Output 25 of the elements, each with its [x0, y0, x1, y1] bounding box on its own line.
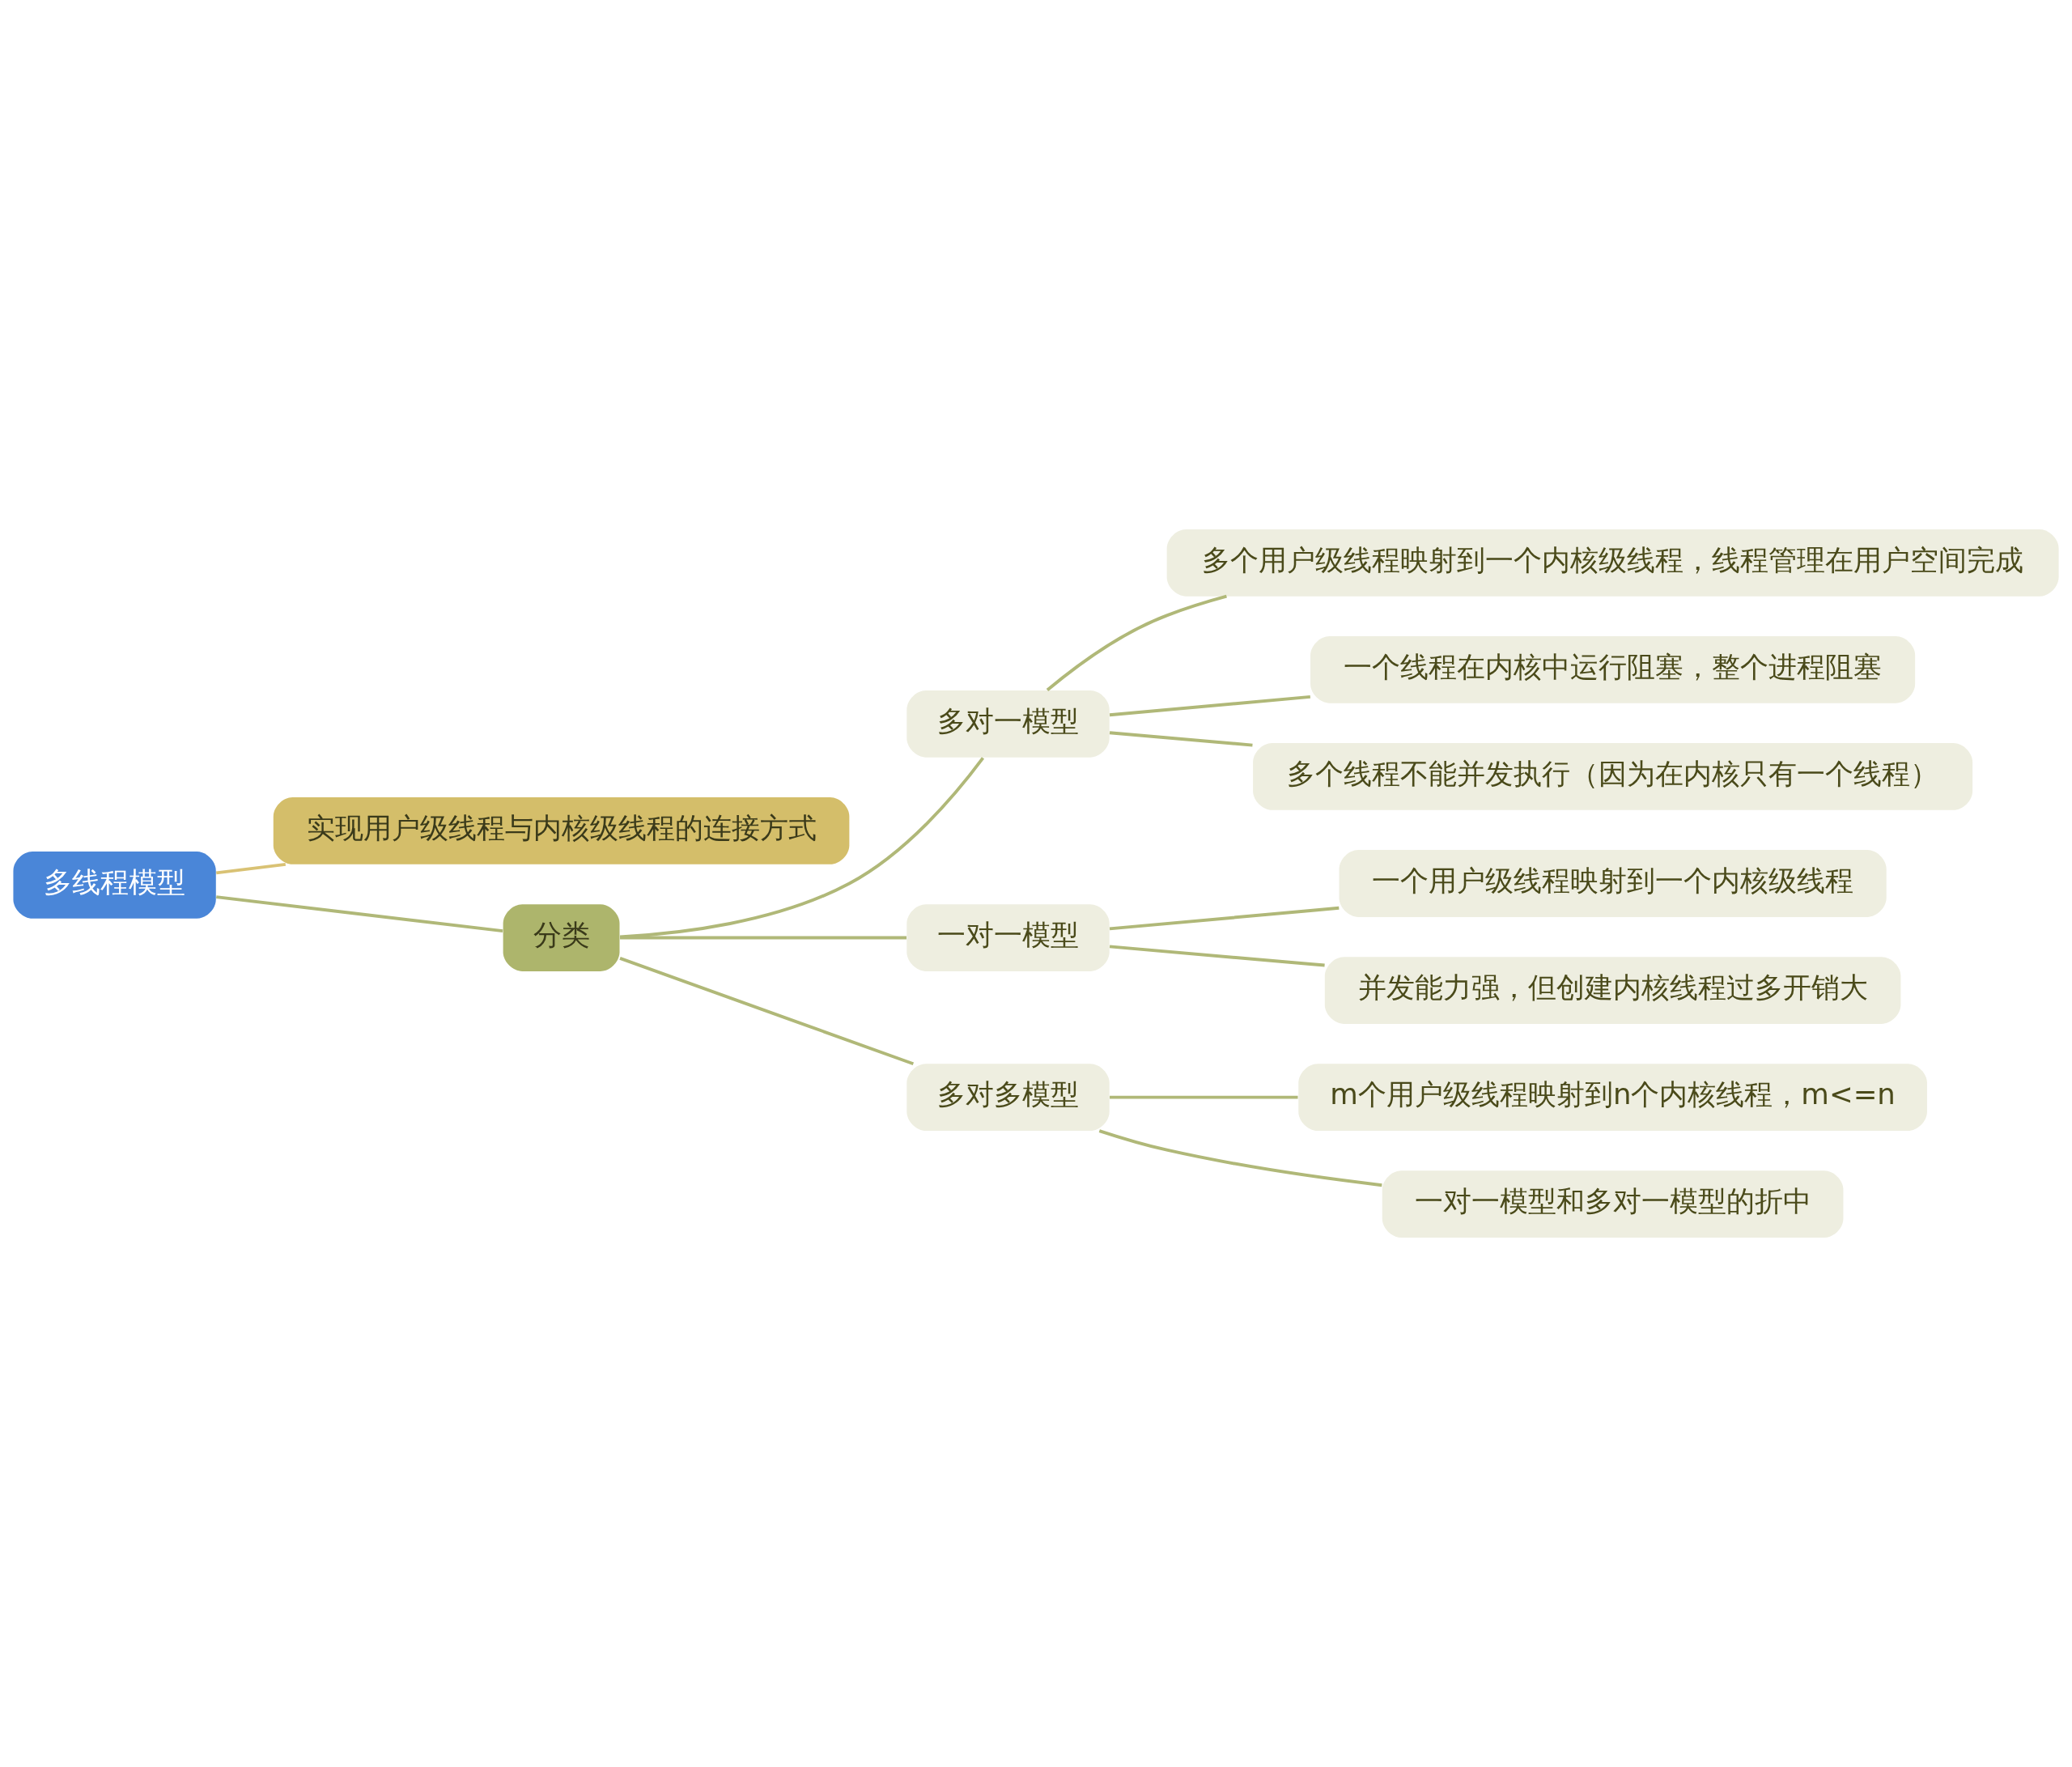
connector: [216, 862, 287, 875]
node-box: 多线程模型: [13, 852, 216, 919]
node-box: 多对多模型: [906, 1064, 1110, 1132]
connector: [1109, 906, 1340, 931]
node-box: 一对一模型和多对一模型的折中: [1382, 1170, 1844, 1238]
connector: [620, 936, 906, 940]
connector: [619, 957, 915, 1066]
connector: [216, 895, 503, 933]
node-box: m个用户级线程映射到n个内核线程，m<=n: [1298, 1064, 1927, 1132]
connector: [1098, 1129, 1382, 1187]
node-box: 多对一模型: [906, 690, 1110, 758]
node-box: 多个用户级线程映射到一个内核级线程，线程管理在用户空间完成: [1166, 529, 2059, 597]
node-box: 实现用户级线程与内核级线程的连接方式: [273, 797, 850, 864]
node-box: 并发能力强，但创建内核线程过多开销大: [1324, 957, 1901, 1024]
node-box: 多个线程不能并发执行（因为在内核只有一个线程）: [1253, 743, 1973, 810]
node-box: 一个线程在内核中运行阻塞，整个进程阻塞: [1310, 635, 1916, 703]
node-box: 一对一模型: [906, 904, 1110, 971]
connector: [1046, 594, 1227, 691]
node-box: 一个用户级线程映射到一个内核级线程: [1339, 850, 1887, 917]
node-box: 分类: [503, 904, 620, 971]
connector: [1109, 731, 1253, 747]
connector: [1109, 945, 1325, 967]
connector: [619, 757, 985, 939]
connector: [1109, 694, 1311, 717]
connector: [1110, 1095, 1298, 1099]
